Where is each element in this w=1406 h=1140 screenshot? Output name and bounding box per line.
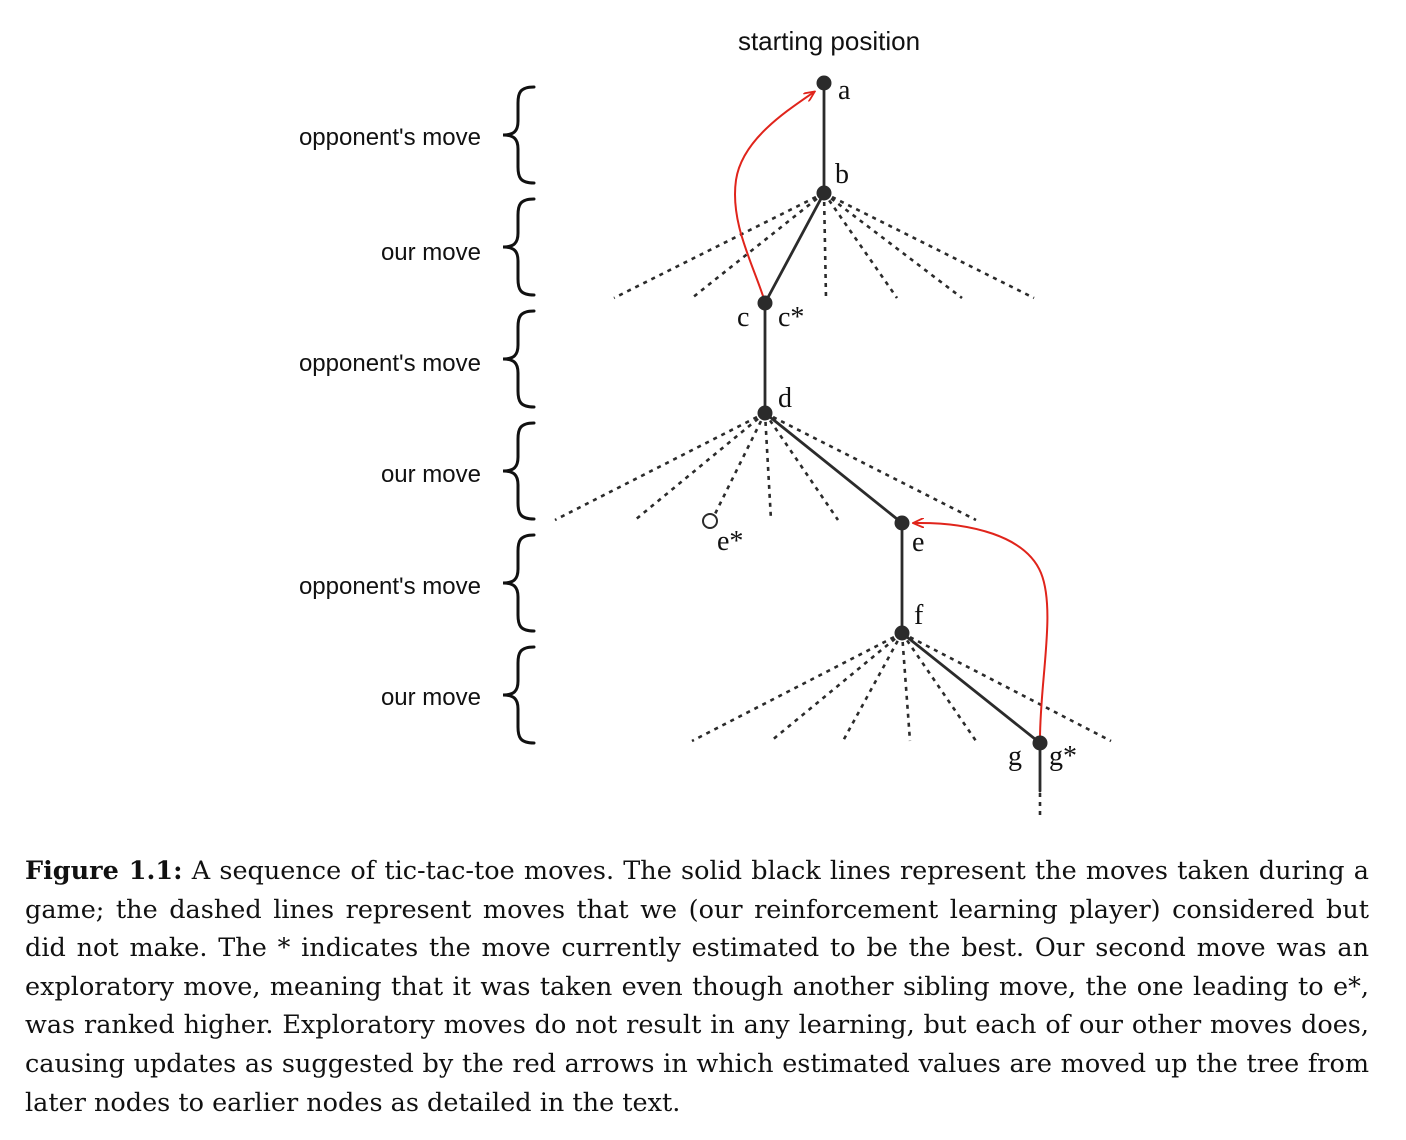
level-label-2: our move (381, 239, 481, 266)
diagram-title: starting position (738, 26, 920, 56)
dashed-move (763, 412, 840, 521)
level-label-4: our move (381, 461, 481, 488)
level-label-1: opponent's move (299, 124, 481, 151)
figure-caption: Figure 1.1: A sequence of tic-tac-toe mo… (25, 852, 1369, 1122)
node-label-c: c (737, 302, 749, 333)
node-c (757, 295, 773, 311)
node-label-e-star: e* (717, 526, 743, 557)
node-label-e: e (912, 527, 924, 558)
caption-label: Figure 1.1: (25, 856, 183, 886)
node-b (816, 185, 832, 201)
dashed-move (691, 631, 903, 743)
tree-nodes (702, 75, 1048, 751)
node-label-g-star: g* (1049, 741, 1077, 772)
considered-moves (554, 191, 1112, 820)
node-label-c-star: c* (778, 302, 804, 333)
taken-moves (763, 81, 1042, 793)
dashed-move (613, 191, 825, 300)
dashed-move (554, 411, 766, 522)
update-arrows (734, 92, 1049, 740)
node-label-d: d (778, 383, 792, 414)
dashed-move (691, 191, 825, 300)
node-g (1032, 735, 1048, 751)
dashed-move (900, 632, 912, 742)
dashed-move (764, 411, 977, 522)
move-b-c (763, 191, 826, 305)
caption-text: A sequence of tic-tac-toe moves. The sol… (25, 856, 1369, 1118)
node-f (894, 625, 910, 641)
level-braces (502, 85, 536, 745)
dashed-move (900, 632, 978, 742)
node-label-a: a (838, 75, 851, 106)
node-d (757, 405, 773, 421)
update-arrow-c-to-a (734, 92, 814, 300)
dashed-move (841, 632, 904, 742)
node-e (894, 515, 910, 531)
node-label-f: f (914, 600, 924, 631)
dashed-move (712, 412, 767, 517)
node-label-g: g (1008, 741, 1022, 772)
brace-5 (502, 533, 536, 633)
node-labels: a b c c* d e* e f g g* (717, 75, 1077, 772)
node-label-b: b (835, 159, 849, 190)
dashed-move (822, 192, 828, 299)
brace-6 (502, 645, 536, 745)
dashed-move (763, 412, 773, 521)
brace-2 (502, 197, 536, 297)
move-f-g (900, 631, 1042, 745)
level-label-3: opponent's move (299, 350, 481, 377)
dashed-move (822, 192, 899, 299)
level-labels: opponent's move our move opponent's move… (299, 124, 481, 711)
dashed-move (634, 411, 766, 522)
dashed-move (901, 631, 1112, 743)
dashed-move (823, 191, 963, 300)
node-a (816, 75, 832, 91)
brace-4 (502, 421, 536, 521)
level-label-6: our move (381, 684, 481, 711)
dashed-move (823, 191, 1035, 300)
level-label-5: opponent's move (299, 573, 481, 600)
dashed-move (770, 631, 903, 743)
node-e-star (702, 513, 718, 529)
brace-1 (502, 85, 536, 185)
game-tree-diagram: starting position opponent's move our mo… (299, 26, 1112, 820)
move-d-e (763, 411, 904, 525)
brace-3 (502, 309, 536, 409)
update-arrow-g-to-e (914, 523, 1049, 740)
